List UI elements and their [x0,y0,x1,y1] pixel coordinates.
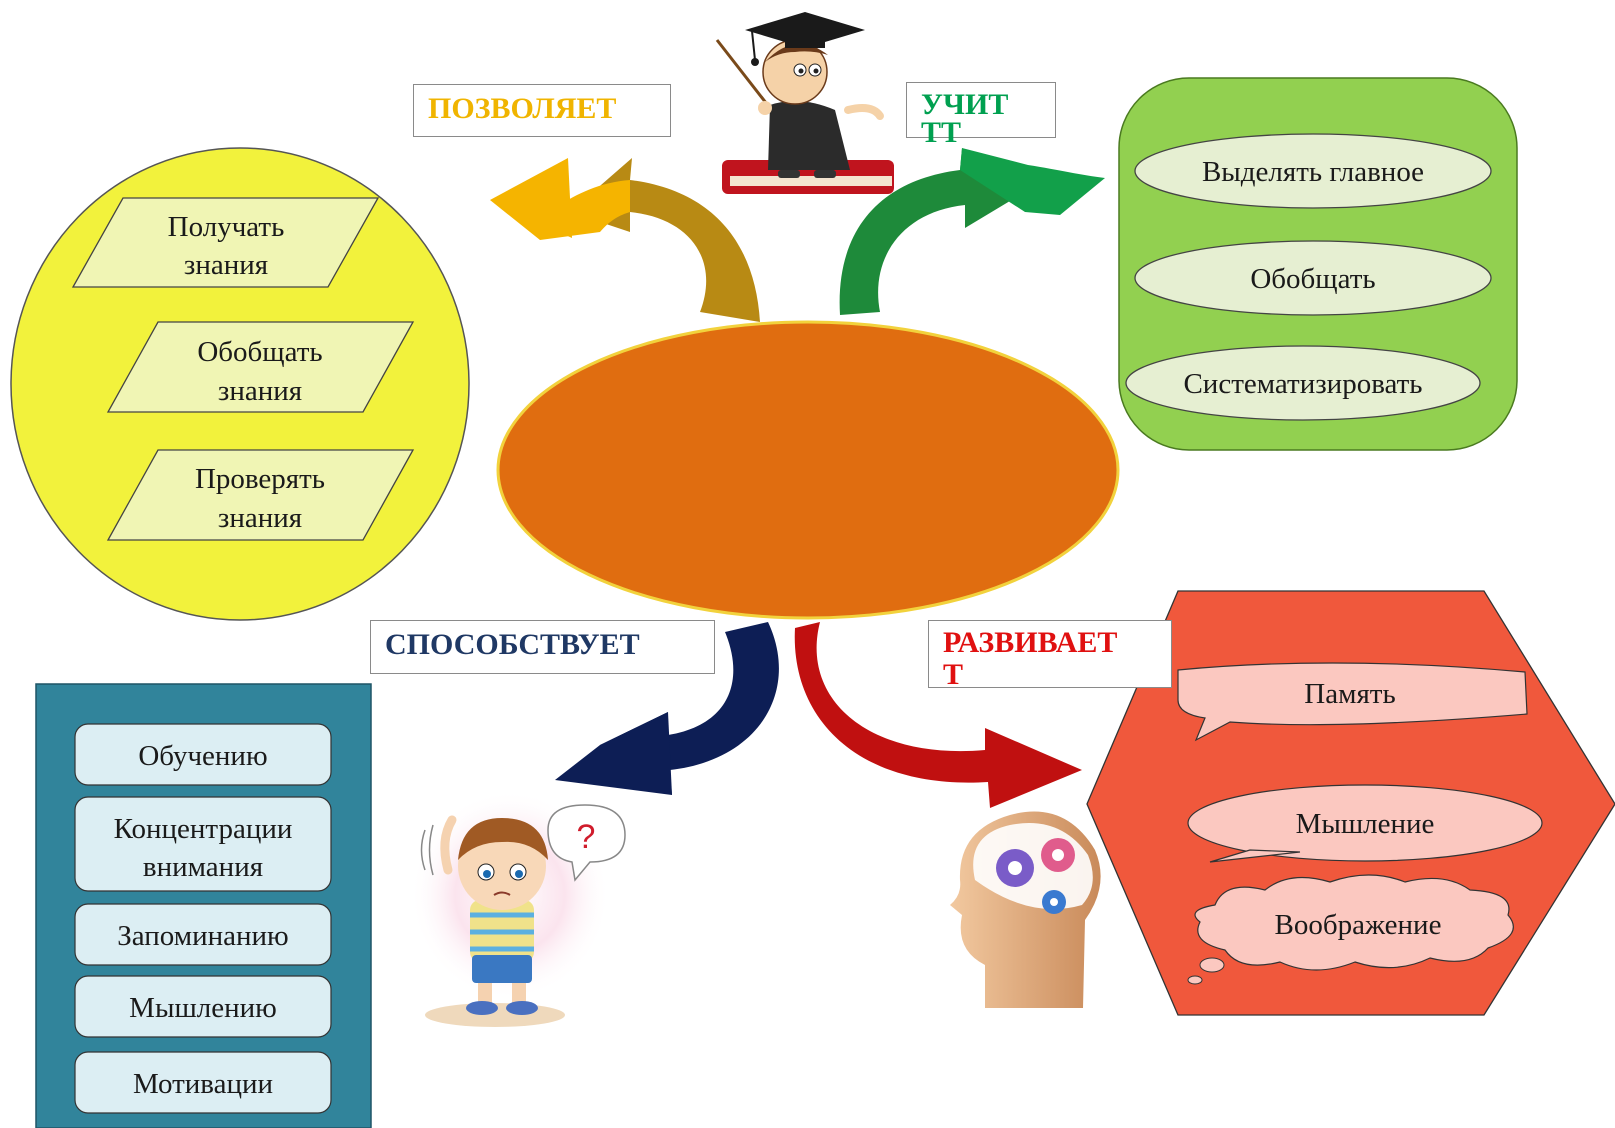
teal-item-2: Концентрации внимания [74,796,332,892]
thought-cloud-imagination: Воображение [1187,874,1514,985]
teal-item-1: Обучению [74,723,332,786]
professor-illustration [715,12,894,194]
label-teaches: УЧИТ ТТ [906,82,1056,149]
svg-text:внимания: внимания [143,851,263,883]
speech-bubble-thinking: Мышление [1187,784,1543,863]
teal-item-3: Запоминанию [74,903,332,966]
label-promotes: СПОСОБСТВУЕТ [370,620,715,674]
green-oval-2: Обобщать [1134,240,1492,316]
center-ellipse [496,320,1120,620]
parallelogram-3: Проверять знания [106,449,415,541]
svg-text:Концентрации: Концентрации [114,813,293,845]
svg-text:Выделять главное: Выделять главное [1202,156,1424,188]
arrow-develops [794,622,1082,808]
teal-item-5: Мотивации [74,1051,332,1114]
label-develops: РАЗВИВАЕТ Т [928,620,1172,691]
head-with-gears-illustration [950,811,1101,1008]
svg-text:Мотивации: Мотивации [133,1068,273,1100]
svg-text:Систематизировать: Систематизировать [1183,368,1422,400]
svg-text:?: ? [577,818,596,856]
svg-text:Обучению: Обучению [138,740,267,772]
svg-text:Воображение: Воображение [1275,909,1442,941]
label-allows: ПОЗВОЛЯЕТ [413,84,671,137]
svg-text:Память: Память [1304,678,1395,710]
svg-text:Обобщать: Обобщать [1250,263,1375,295]
speech-bubble-memory: Память [1177,662,1528,742]
teal-item-4: Мышлению [74,975,332,1038]
circle-item-1-line1: Получать [168,211,285,243]
green-oval-3: Систематизировать [1125,345,1481,421]
circle-item-3-line2: знания [218,502,302,534]
parallelogram-1: Получать знания [71,197,380,288]
svg-text:Мышление: Мышление [1296,808,1435,840]
circle-item-2-line1: Обобщать [197,336,322,368]
arrow-allows [490,158,760,322]
svg-text:Запоминанию: Запоминанию [117,920,288,952]
arrow-teaches [839,148,1105,315]
parallelogram-2: Обобщать знания [106,321,415,413]
arrow-promotes [555,622,779,795]
confused-child-illustration: ? [410,790,626,1027]
svg-text:Мышлению: Мышлению [129,992,277,1024]
circle-item-1-line2: знания [184,249,268,281]
green-oval-1: Выделять главное [1134,133,1492,209]
circle-item-3-line1: Проверять [195,463,325,495]
circle-item-2-line2: знания [218,375,302,407]
